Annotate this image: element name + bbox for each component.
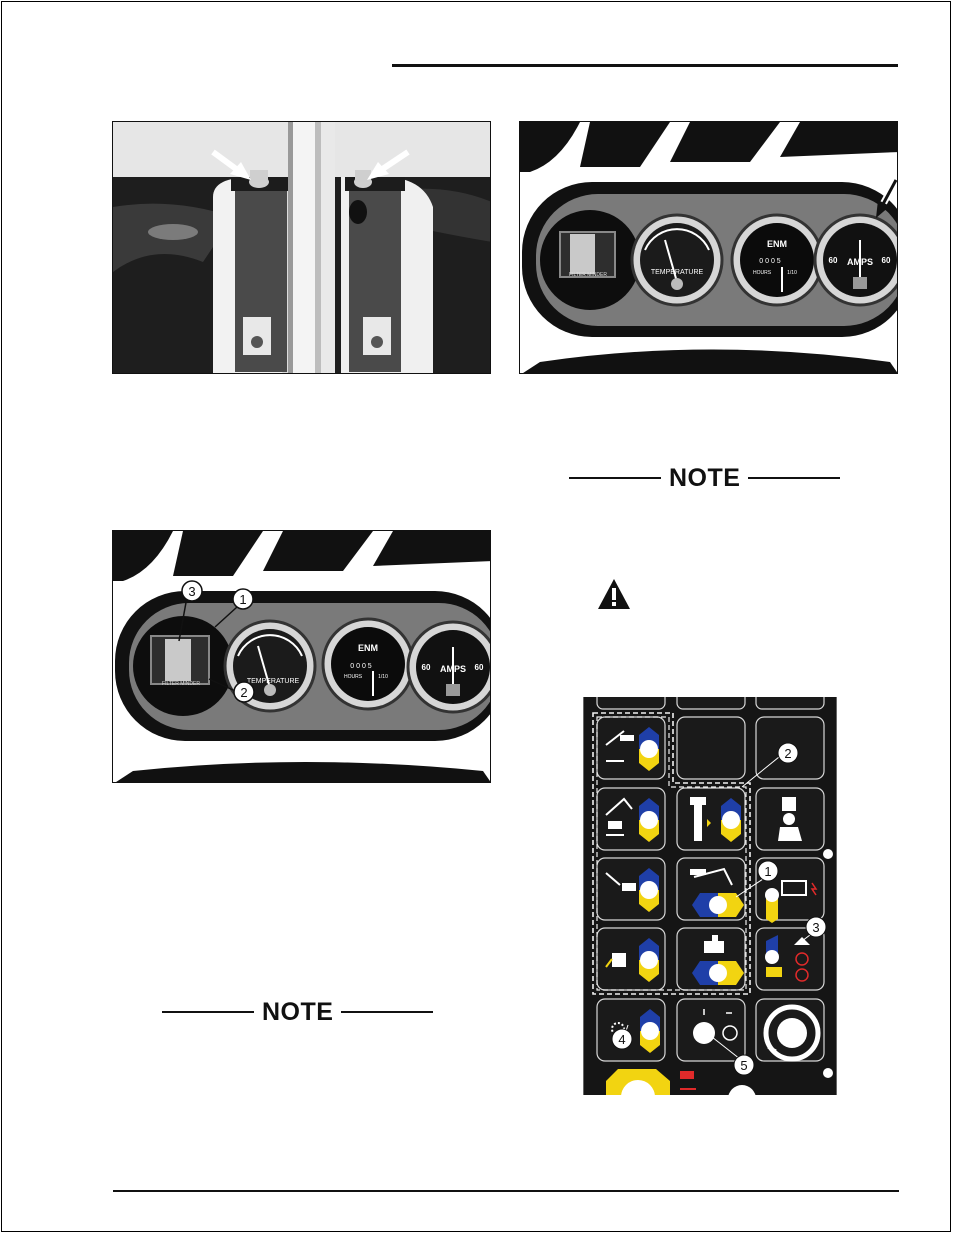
callout-3: 3 [805,916,827,938]
hours-tenths: 1/10 [787,270,797,276]
callout-1: 1 [757,860,779,882]
hours-counter: 0 0 0 5 [350,663,372,670]
callout-2: 2 [777,742,799,764]
photo-gauge-cluster-callouts: FILTER MINDER TEMPERATURE ENM 0 0 0 5 HO… [112,530,491,783]
gauge-cluster-callout-image: FILTER MINDER TEMPERATURE ENM 0 0 0 5 HO… [113,531,490,782]
photo-hydraulic-tanks-image [113,122,490,373]
filter-minder-text: FILTER MINDER [162,681,200,687]
amps-right: 60 [882,256,891,265]
note-rule-left [162,1010,254,1014]
gauge-cluster-image: FILTER MINDER TEMPERATURE ENM 0 0 0 5 HO… [520,122,897,373]
callout-1: 1 [232,588,254,610]
footer-rule [113,1190,899,1192]
warning-icon [598,579,630,609]
hours-label: HOURS [344,674,363,680]
temperature-label: TEMPERATURE [651,269,704,276]
amps-right: 60 [475,663,484,672]
temperature-label: TEMPERATURE [247,678,300,685]
svg-text:1: 1 [239,592,246,607]
svg-text:3: 3 [188,584,195,599]
control-panel-diagram: 2 1 3 4 5 [583,697,837,1095]
control-panel-image: 2 1 3 4 5 [592,697,833,1095]
note-heading-right: NOTE [569,463,841,493]
hours-brand: ENM [358,643,378,653]
arrow-left [211,149,251,180]
header-rule [392,64,898,67]
note-rule-left [569,476,661,480]
svg-text:3: 3 [812,920,819,935]
svg-text:2: 2 [784,746,791,761]
hours-tenths: 1/10 [378,674,388,680]
note-label: NOTE [262,997,334,1026]
filter-minder-text: FILTER MINDER [569,272,607,278]
amps-left: 60 [829,256,838,265]
note-heading-left: NOTE [162,997,434,1027]
svg-text:4: 4 [618,1032,625,1047]
photo-hydraulic-tanks [112,121,491,374]
hours-label: HOURS [753,270,772,276]
amps-left: 60 [422,663,431,672]
arrow-amps [876,178,897,218]
hours-counter: 0 0 0 5 [759,258,781,265]
note-rule-right [748,476,841,480]
svg-text:5: 5 [740,1058,747,1073]
svg-text:2: 2 [240,685,247,700]
svg-text:1: 1 [764,864,771,879]
note-rule-right [341,1010,434,1014]
callout-5: 5 [733,1054,755,1076]
note-label: NOTE [669,463,741,492]
callout-4: 4 [611,1028,633,1050]
callout-2: 2 [233,681,255,703]
arrow-right [367,149,410,180]
hours-brand: ENM [767,239,787,249]
photo-gauge-cluster-top: FILTER MINDER TEMPERATURE ENM 0 0 0 5 HO… [519,121,898,374]
callout-3: 3 [181,580,203,602]
